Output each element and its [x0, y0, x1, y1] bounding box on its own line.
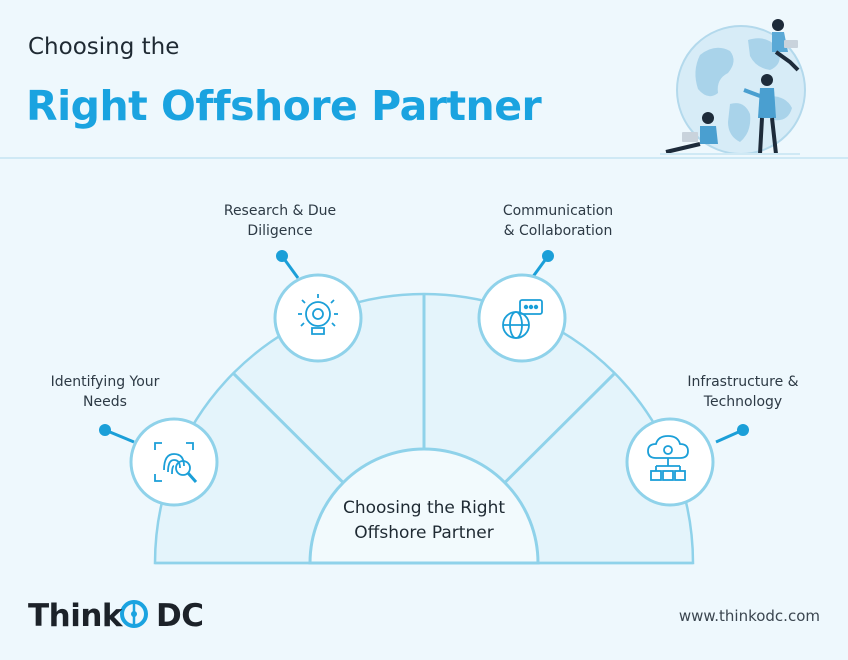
step-label-research: Research & Due Diligence [205, 201, 355, 241]
center-label: Choosing the Right Offshore Partner [312, 496, 536, 546]
fingerprint-search-icon [154, 442, 198, 483]
cloud-network-icon [647, 435, 689, 481]
step-label-line: Technology [703, 394, 783, 410]
globe-chat-icon [502, 299, 543, 339]
step-label-line: Communication [502, 203, 614, 219]
step-label-line: Diligence [247, 223, 313, 239]
step-label-identifying: Identifying Your Needs [30, 372, 180, 412]
step-label-line: Identifying Your [50, 374, 160, 390]
step-label-line: & Collaboration [503, 223, 613, 239]
step-label-infrastructure: Infrastructure & Technology [664, 372, 822, 412]
step-label-line: Needs [83, 394, 127, 410]
brand-text-right: DC [156, 598, 204, 634]
step-node-research [273, 273, 363, 363]
center-label-line: Offshore Partner [354, 523, 494, 543]
gear-lightbulb-icon [298, 294, 338, 335]
header-subtitle: Choosing the [28, 34, 180, 60]
step-label-communication: Communication & Collaboration [478, 201, 638, 241]
inner-semicircle [308, 447, 540, 565]
step-label-line: Infrastructure & [687, 374, 799, 390]
website-url: www.thinkodc.com [678, 607, 820, 625]
page-title: Right Offshore Partner [26, 82, 542, 130]
connectors [99, 250, 749, 444]
brand-logo: Think DC [28, 598, 204, 634]
thinkodc-logo-mark [120, 600, 148, 628]
center-label-line: Choosing the Right [342, 498, 506, 518]
step-node-infrastructure [625, 417, 715, 507]
brand-text-left: Think [28, 598, 123, 634]
globe-illustration [660, 19, 806, 155]
step-label-line: Research & Due [223, 203, 337, 219]
semicircle-diagram [153, 292, 695, 565]
step-node-identifying [129, 417, 219, 507]
